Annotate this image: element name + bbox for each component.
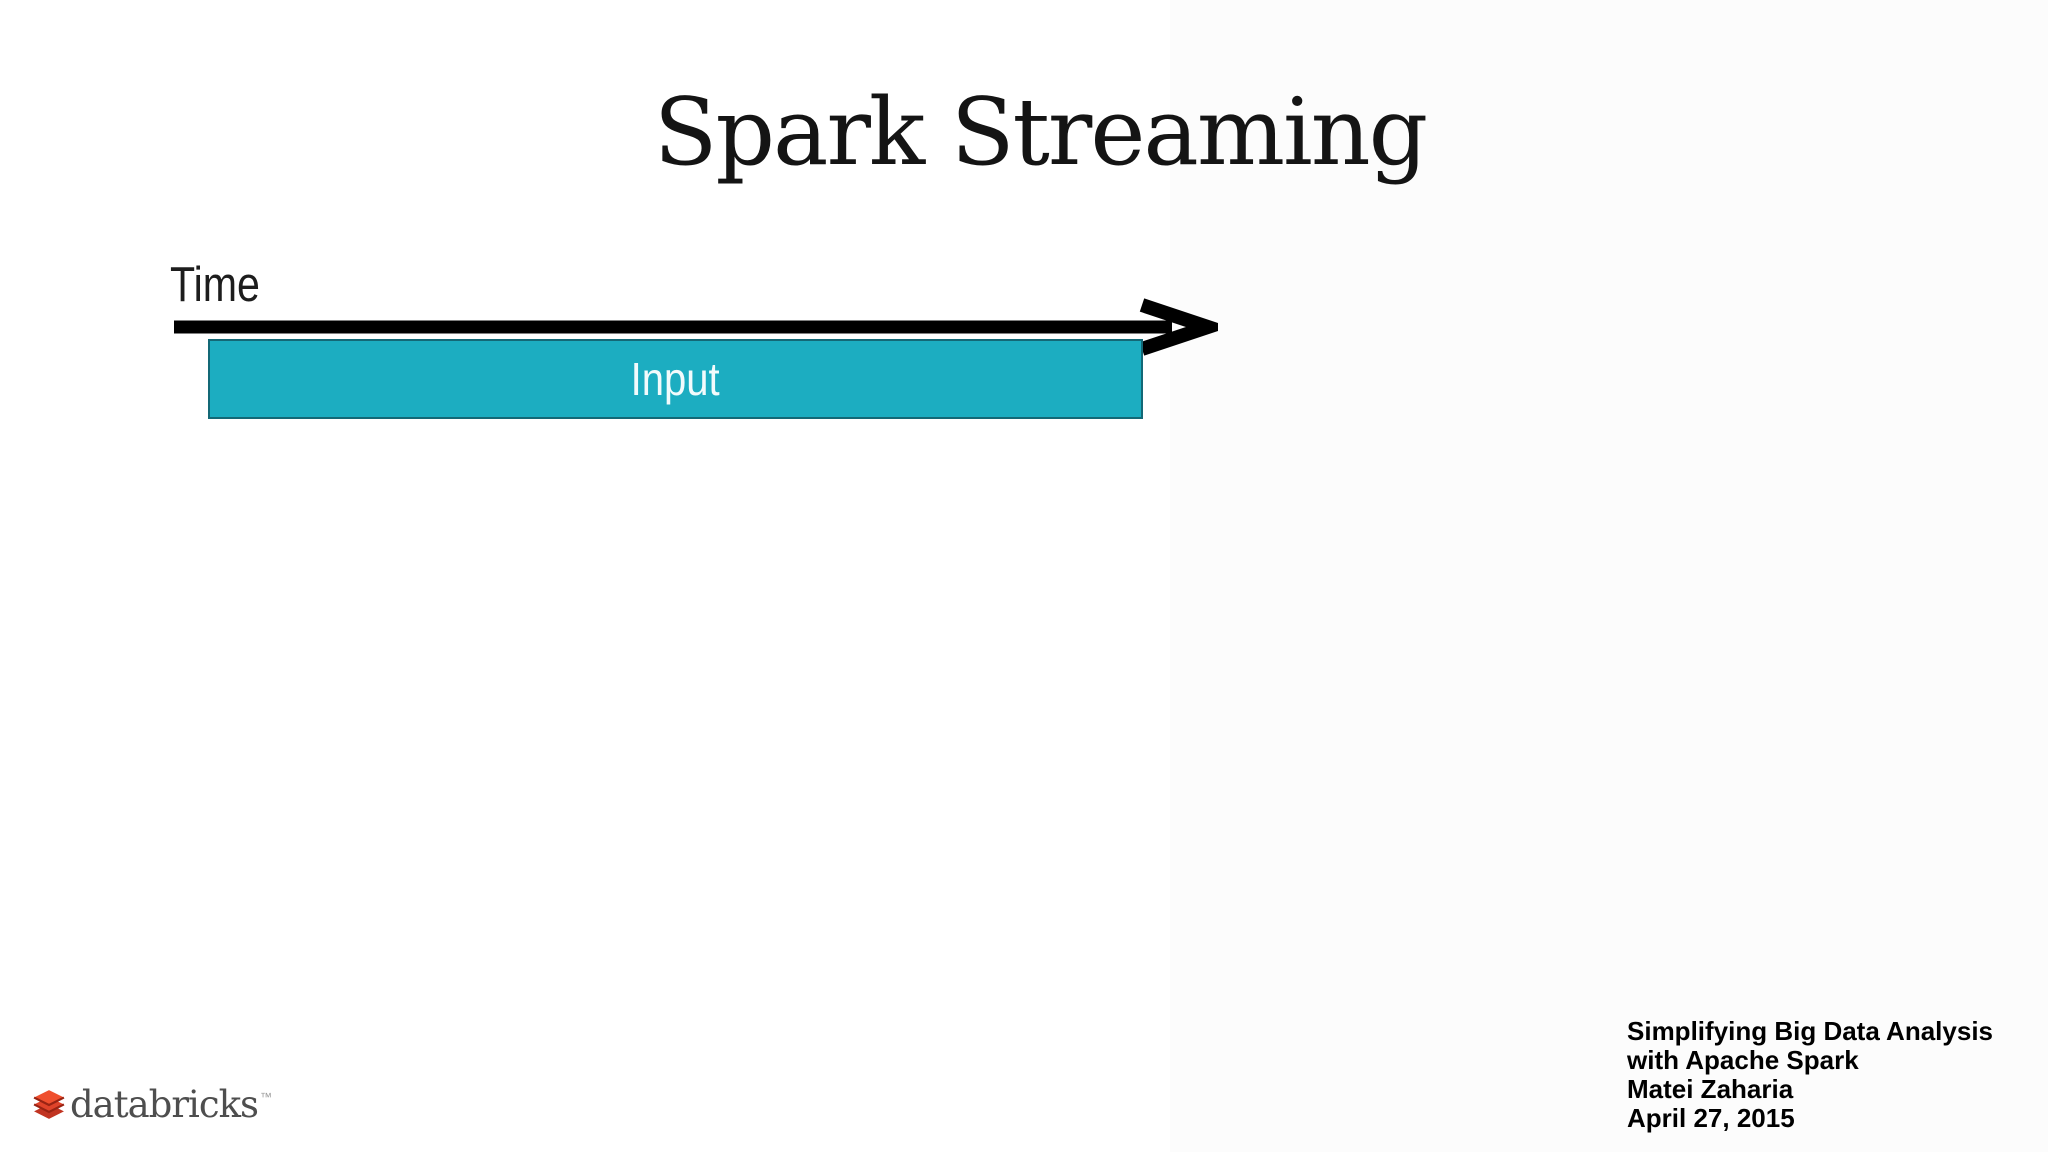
time-axis-label: Time: [170, 258, 260, 312]
databricks-logo: databricks ™: [33, 1086, 272, 1123]
credit-line-author: Matei Zaharia: [1627, 1074, 1794, 1104]
input-stream-bar: Input: [208, 339, 1143, 419]
presentation-credits: Simplifying Big Data Analysis with Apach…: [1627, 1017, 1993, 1133]
credit-line-title-1: Simplifying Big Data Analysis: [1627, 1016, 1994, 1046]
slide-title: Spark Streaming: [653, 78, 1428, 186]
databricks-bricks-icon: [33, 1089, 65, 1119]
trademark-symbol: ™: [260, 1090, 273, 1104]
databricks-wordmark: databricks: [70, 1083, 259, 1126]
time-arrow-icon: [174, 298, 1218, 356]
credit-line-date: April 27, 2015: [1627, 1103, 1795, 1133]
background-shade-panel: [1170, 0, 2048, 1152]
credit-line-title-2: with Apache Spark: [1627, 1045, 1859, 1075]
input-stream-label: Input: [630, 353, 721, 405]
